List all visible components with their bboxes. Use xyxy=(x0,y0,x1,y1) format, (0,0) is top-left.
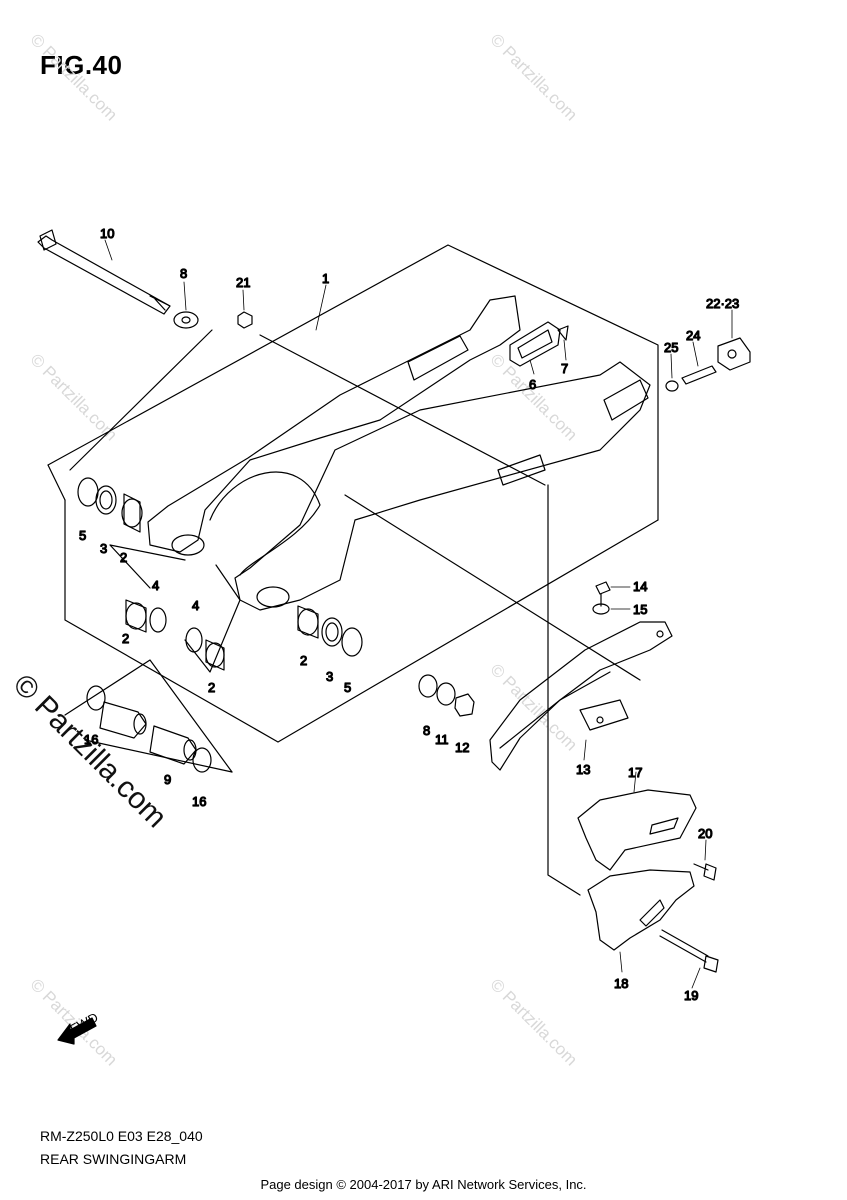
collar-set xyxy=(86,685,212,773)
right-bearing-set xyxy=(297,605,363,657)
callout-8: 8 xyxy=(180,266,187,281)
short-bolt xyxy=(693,863,717,881)
callout-25: 25 xyxy=(664,340,678,355)
callout-10: 10 xyxy=(100,226,114,241)
chain-slider-pad xyxy=(509,321,561,367)
callout-13: 13 xyxy=(576,762,590,777)
figure-title: FIG.40 xyxy=(40,50,123,80)
callout-2: 2 xyxy=(122,631,129,646)
swingarm-body xyxy=(147,295,651,611)
pivot-shaft xyxy=(37,229,171,315)
callout-17: 17 xyxy=(628,765,642,780)
callout-18: 18 xyxy=(614,976,628,991)
screw xyxy=(557,325,569,341)
part-name: REAR SWINGINGARM xyxy=(40,1151,187,1167)
assembly-frame xyxy=(47,244,659,896)
callout-14: 14 xyxy=(633,579,647,594)
long-bolt xyxy=(659,929,719,973)
callout-12: 12 xyxy=(455,740,469,755)
copyright-notice: Page design © 2004-2017 by ARI Network S… xyxy=(260,1177,587,1192)
callout-5: 5 xyxy=(79,528,86,543)
callout-4: 4 xyxy=(192,598,199,613)
callout-3: 3 xyxy=(100,541,107,556)
callout-3: 3 xyxy=(326,669,333,684)
callout-19: 19 xyxy=(684,988,698,1003)
callout-1: 1 xyxy=(322,271,329,286)
washer-nut-set xyxy=(418,674,475,717)
chain-guide xyxy=(489,621,673,771)
chain-adjuster xyxy=(665,337,751,392)
callout-5: 5 xyxy=(344,680,351,695)
nut xyxy=(237,311,253,329)
callout-21: 21 xyxy=(236,275,250,290)
callout-2: 2 xyxy=(300,653,307,668)
callout-24: 24 xyxy=(686,328,700,343)
bolt xyxy=(595,581,611,607)
part-code: RM-Z250L0 E03 E28_040 xyxy=(40,1128,203,1144)
callout-7: 7 xyxy=(561,361,568,376)
leader-lines xyxy=(104,239,733,989)
washer xyxy=(592,603,610,615)
callout-4: 4 xyxy=(152,578,159,593)
chain-guard xyxy=(577,789,697,951)
washer xyxy=(173,311,199,329)
left-bearing-set xyxy=(77,477,143,533)
callout-16: 16 xyxy=(192,794,206,809)
callout-22-23: 22·23 xyxy=(706,296,739,311)
fwd-arrow-icon xyxy=(57,1017,97,1045)
lower-left-bearing-set xyxy=(125,599,225,671)
callout-2: 2 xyxy=(120,550,127,565)
callout-8: 8 xyxy=(423,723,430,738)
callout-11: 11 xyxy=(435,732,449,747)
callout-2: 2 xyxy=(208,680,215,695)
callout-16: 16 xyxy=(84,732,98,747)
callout-6: 6 xyxy=(529,377,536,392)
callout-15: 15 xyxy=(633,602,647,617)
callout-20: 20 xyxy=(698,826,712,841)
callout-9: 9 xyxy=(164,772,171,787)
